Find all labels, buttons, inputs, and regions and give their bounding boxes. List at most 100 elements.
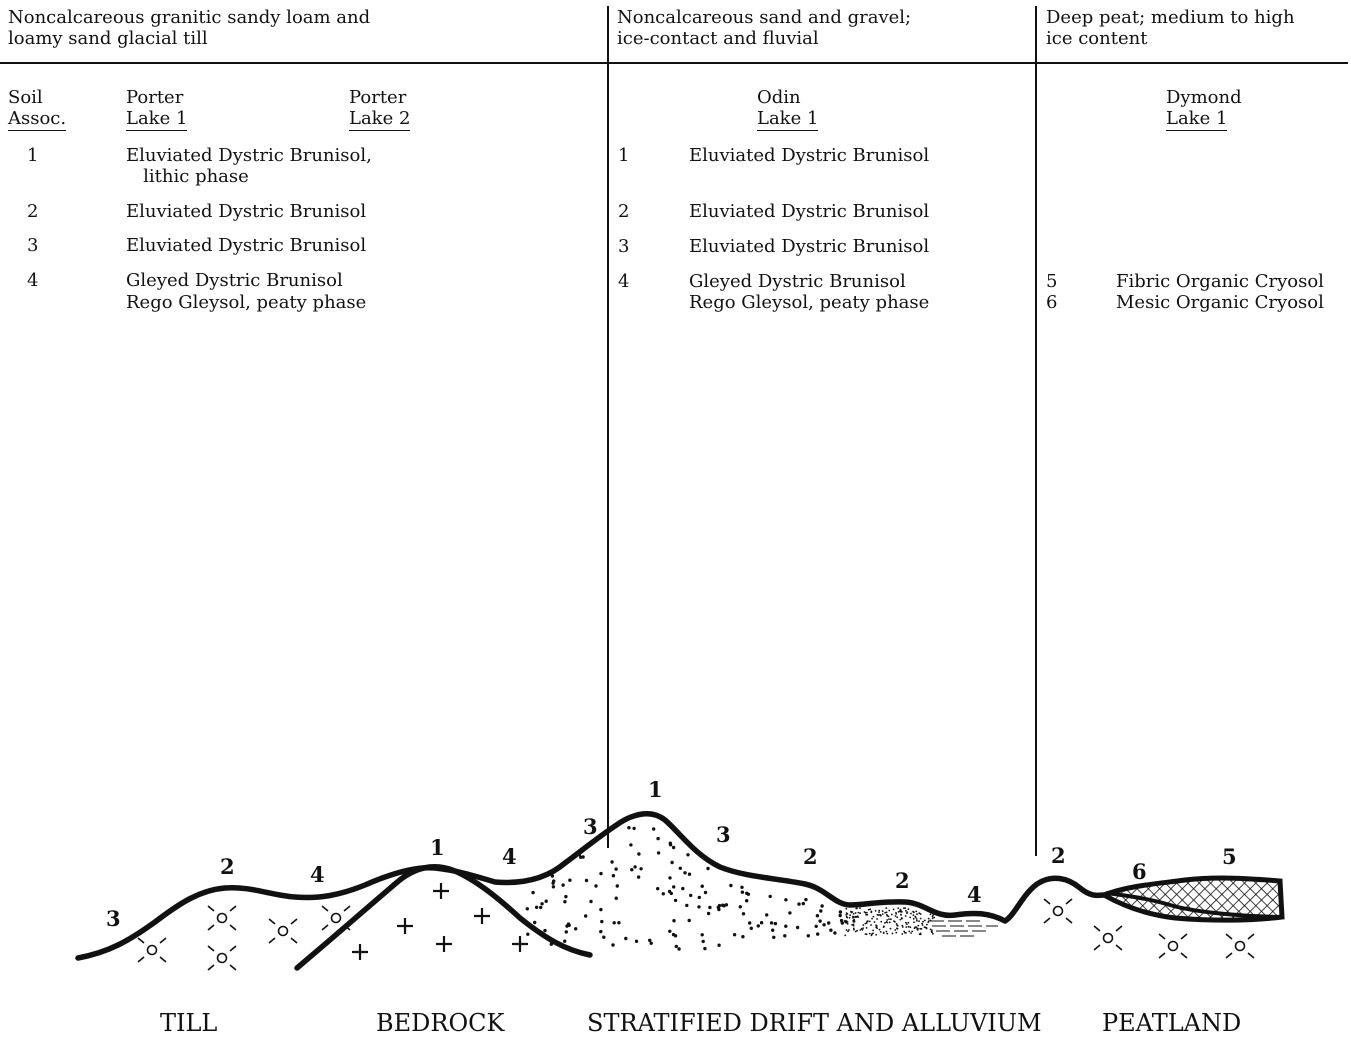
gravel-dot: [768, 894, 772, 899]
alluvium-dot: [844, 919, 846, 922]
alluvium-dot: [895, 927, 898, 930]
gravel-dot: [697, 895, 701, 900]
alluvium-dot: [865, 927, 868, 929]
alluvium-dot: [907, 921, 910, 924]
alluvium-dot: [866, 920, 869, 923]
alluvium-dot: [875, 926, 877, 929]
alluvium-dot: [913, 921, 915, 924]
alluvium-dot: [910, 932, 912, 934]
alluvium-dot: [909, 916, 912, 919]
alluvium-dot: [918, 920, 920, 923]
gravel-dot: [749, 926, 753, 930]
alluvium-dot: [874, 910, 877, 912]
till-symbol: [1225, 933, 1255, 959]
profile-label: 5: [1222, 844, 1237, 869]
alluvium-dot: [901, 917, 903, 920]
header-dymond-lake-1-line2: Lake 1: [1166, 108, 1228, 131]
alluvium-dot: [845, 929, 848, 931]
gravel-dot: [566, 922, 571, 926]
unit-label-bedrock: BEDROCK: [376, 1009, 505, 1037]
alluvium-dot: [906, 911, 909, 913]
gravel-dot: [829, 928, 833, 932]
alluvium-dot: [849, 914, 851, 917]
alluvium-dot: [854, 912, 857, 914]
alluvium-dot: [896, 916, 899, 919]
gravel-dot: [649, 941, 653, 945]
alluvium-dot: [852, 919, 855, 922]
assoc-soil-name: Mesic Organic Cryosol: [1116, 292, 1324, 313]
assoc-number: 4: [618, 271, 630, 292]
gravel-dot: [563, 939, 567, 943]
alluvium-dot: [892, 908, 895, 911]
gravel-dot: [772, 935, 776, 939]
alluvium-dot: [872, 929, 874, 932]
gravel-dot: [629, 843, 633, 847]
profile-label: 4: [310, 862, 325, 887]
alluvium-dot: [905, 923, 908, 925]
alluvium-dot: [878, 911, 880, 913]
unit-label-peatland: PEATLAND: [1102, 1009, 1242, 1037]
header-soil-assoc-line1: Soil: [8, 87, 43, 108]
header-porter-lake-2-line2: Lake 2: [349, 108, 411, 131]
alluvium-dot: [899, 918, 902, 921]
gravel-dot: [827, 921, 831, 925]
assoc-soil-name: Fibric Organic Cryosol: [1116, 271, 1324, 292]
gravel-dot: [624, 936, 628, 941]
gravel-dot: [561, 883, 565, 887]
alluvium-dot: [917, 924, 920, 927]
alluvium-dot: [931, 931, 933, 934]
gravel-dot: [738, 905, 742, 909]
assoc-soil-name: Eluviated Dystric Brunisol: [126, 201, 367, 222]
gravel-dot: [661, 892, 665, 896]
gravel-dot: [686, 853, 690, 857]
alluvium-dot: [882, 926, 885, 928]
alluvium-dot: [888, 918, 890, 920]
gravel-dot: [729, 883, 733, 888]
alluvium-dot: [884, 922, 886, 924]
alluvium-dot: [878, 909, 881, 912]
alluvium-dot: [878, 928, 881, 931]
gravel-dot: [833, 931, 837, 935]
alluvium-dot: [856, 929, 858, 932]
gravel-dot: [838, 910, 843, 914]
alluvium-dot: [882, 932, 885, 934]
gravel-dot: [552, 879, 556, 883]
gravel-dot: [534, 905, 539, 909]
gravel-dot: [706, 911, 711, 916]
alluvium-dot: [856, 915, 859, 918]
alluvium-dot: [926, 923, 928, 926]
gravel-dot: [816, 932, 820, 936]
alluvium-dot: [895, 931, 898, 934]
alluvium-dot: [886, 932, 889, 935]
gravel-dot: [672, 919, 676, 923]
alluvium-dot: [922, 920, 924, 923]
unit-label-till: TILL: [160, 1009, 218, 1037]
alluvium-dot: [885, 911, 888, 914]
gravel-dot: [668, 929, 672, 933]
gravel-dot: [639, 867, 643, 871]
gravel-dot: [703, 890, 708, 895]
gravel-dot: [687, 872, 692, 876]
alluvium-dot: [916, 913, 918, 916]
gravel-dot: [804, 897, 808, 902]
gravel-dot: [701, 939, 705, 944]
alluvium-dot: [923, 926, 926, 929]
alluvium-dot: [880, 920, 883, 923]
alluvium-dot: [853, 928, 855, 931]
alluvium-dot: [931, 915, 934, 918]
gravel-dot: [746, 892, 751, 896]
alluvium-dot: [918, 912, 921, 915]
alluvium-dot: [903, 907, 905, 910]
bedrock-symbols: [352, 883, 528, 960]
alluvium-dot: [879, 931, 882, 933]
alluvium-dot: [905, 921, 907, 924]
profile-label: 4: [502, 844, 517, 869]
alluvium-dot: [859, 907, 861, 909]
material-peat-line2: ice content: [1046, 28, 1148, 49]
unit-label-stratified-drift: STRATIFIED DRIFT AND ALLUVIUM: [587, 1009, 1042, 1037]
alluvium-dot: [914, 916, 917, 919]
profile-label: 1: [430, 835, 445, 860]
alluvium-dot: [869, 908, 872, 911]
alluvium-dot: [865, 913, 867, 916]
material-drift-line1: Noncalcareous sand and gravel;: [617, 7, 912, 28]
